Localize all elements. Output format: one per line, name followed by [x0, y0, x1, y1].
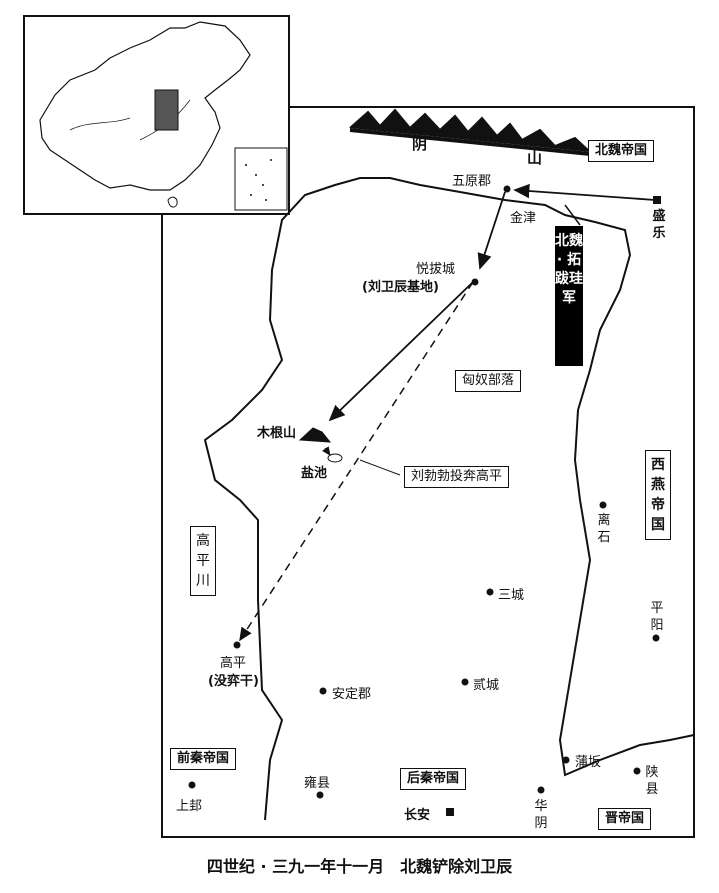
mountain-label-yin: 阴 [412, 135, 428, 153]
place-gaopingchuan: 高平川 [190, 526, 216, 596]
city-dot-shanggui [188, 781, 196, 789]
capital-marker-changan [446, 808, 454, 816]
place-shaanxian: 陕县 [645, 765, 659, 797]
city-dot-gaoping [233, 641, 241, 649]
place-shanggui: 上邽 [176, 799, 203, 814]
inset-map [23, 15, 290, 215]
state-western-yan: 西燕帝国 [645, 450, 671, 540]
map-frame [161, 106, 695, 838]
place-pingyang: 平阳 [650, 601, 664, 633]
place-gaoping: 高平 [220, 656, 247, 671]
tribe-xiongnu: 匈奴部落 [455, 370, 522, 392]
army-annotation: 北魏 · 拓跋珪军 [555, 226, 583, 366]
mountain-label-shan: 山 [527, 149, 543, 167]
route-flee-to-gaoping [239, 281, 474, 642]
state-former-qin: 前秦帝国 [170, 748, 237, 770]
route-yueba-to-mugen [328, 281, 474, 422]
place-yanchi: 盐池 [301, 466, 328, 481]
place-yueba-note: (刘卫辰基地) [362, 280, 439, 295]
route-shengle-to-wuyuan [513, 183, 656, 201]
place-wuyuan: 五原郡 [452, 174, 492, 189]
place-anding: 安定郡 [332, 687, 372, 702]
map-caption: 四世纪 · 三九一年十一月 北魏铲除刘卫辰 [206, 857, 513, 876]
place-jinjin: 金津 [510, 211, 537, 226]
city-dot-lishi [599, 501, 607, 509]
flee-annotation: 刘勃勃投奔高平 [404, 466, 510, 488]
state-northern-wei: 北魏帝国 [588, 140, 655, 162]
city-dot-shaanxian [633, 767, 641, 775]
place-huayin: 华阴 [534, 799, 548, 831]
salt-lake-icon [327, 453, 343, 463]
city-dot-sancheng [486, 588, 494, 596]
place-sancheng: 三城 [498, 588, 525, 603]
place-lishi: 离石 [597, 513, 611, 545]
place-yueba: 悦拔城 [416, 262, 456, 277]
mountain-label-mugen: 木根山 [257, 426, 297, 441]
place-gaoping-note: (没弈干) [208, 674, 259, 689]
state-jin: 晋帝国 [598, 808, 652, 830]
city-dot-yueba [471, 278, 479, 286]
state-later-qin: 后秦帝国 [400, 768, 467, 790]
place-shengle: 盛乐 [652, 209, 666, 241]
city-dot-wuyuan [503, 185, 511, 193]
mugen-mountain-icon [298, 427, 332, 443]
yellow-river [203, 177, 695, 821]
yin-shan-mountains [349, 108, 591, 156]
place-puban: 蒲坂 [575, 755, 602, 770]
place-yongxian: 雍县 [304, 776, 331, 791]
route-wuyuan-to-yueba [477, 191, 506, 270]
city-dot-pingyang [652, 634, 660, 642]
place-changan: 长安 [404, 808, 431, 823]
capital-marker-shengle [653, 196, 661, 204]
city-dot-anding [319, 687, 327, 695]
city-dot-yongxian [316, 791, 324, 799]
city-dot-huayin [537, 786, 545, 794]
place-erchen: 贰城 [473, 678, 500, 693]
city-dot-erchen [461, 678, 469, 686]
city-dot-puban [562, 756, 570, 764]
